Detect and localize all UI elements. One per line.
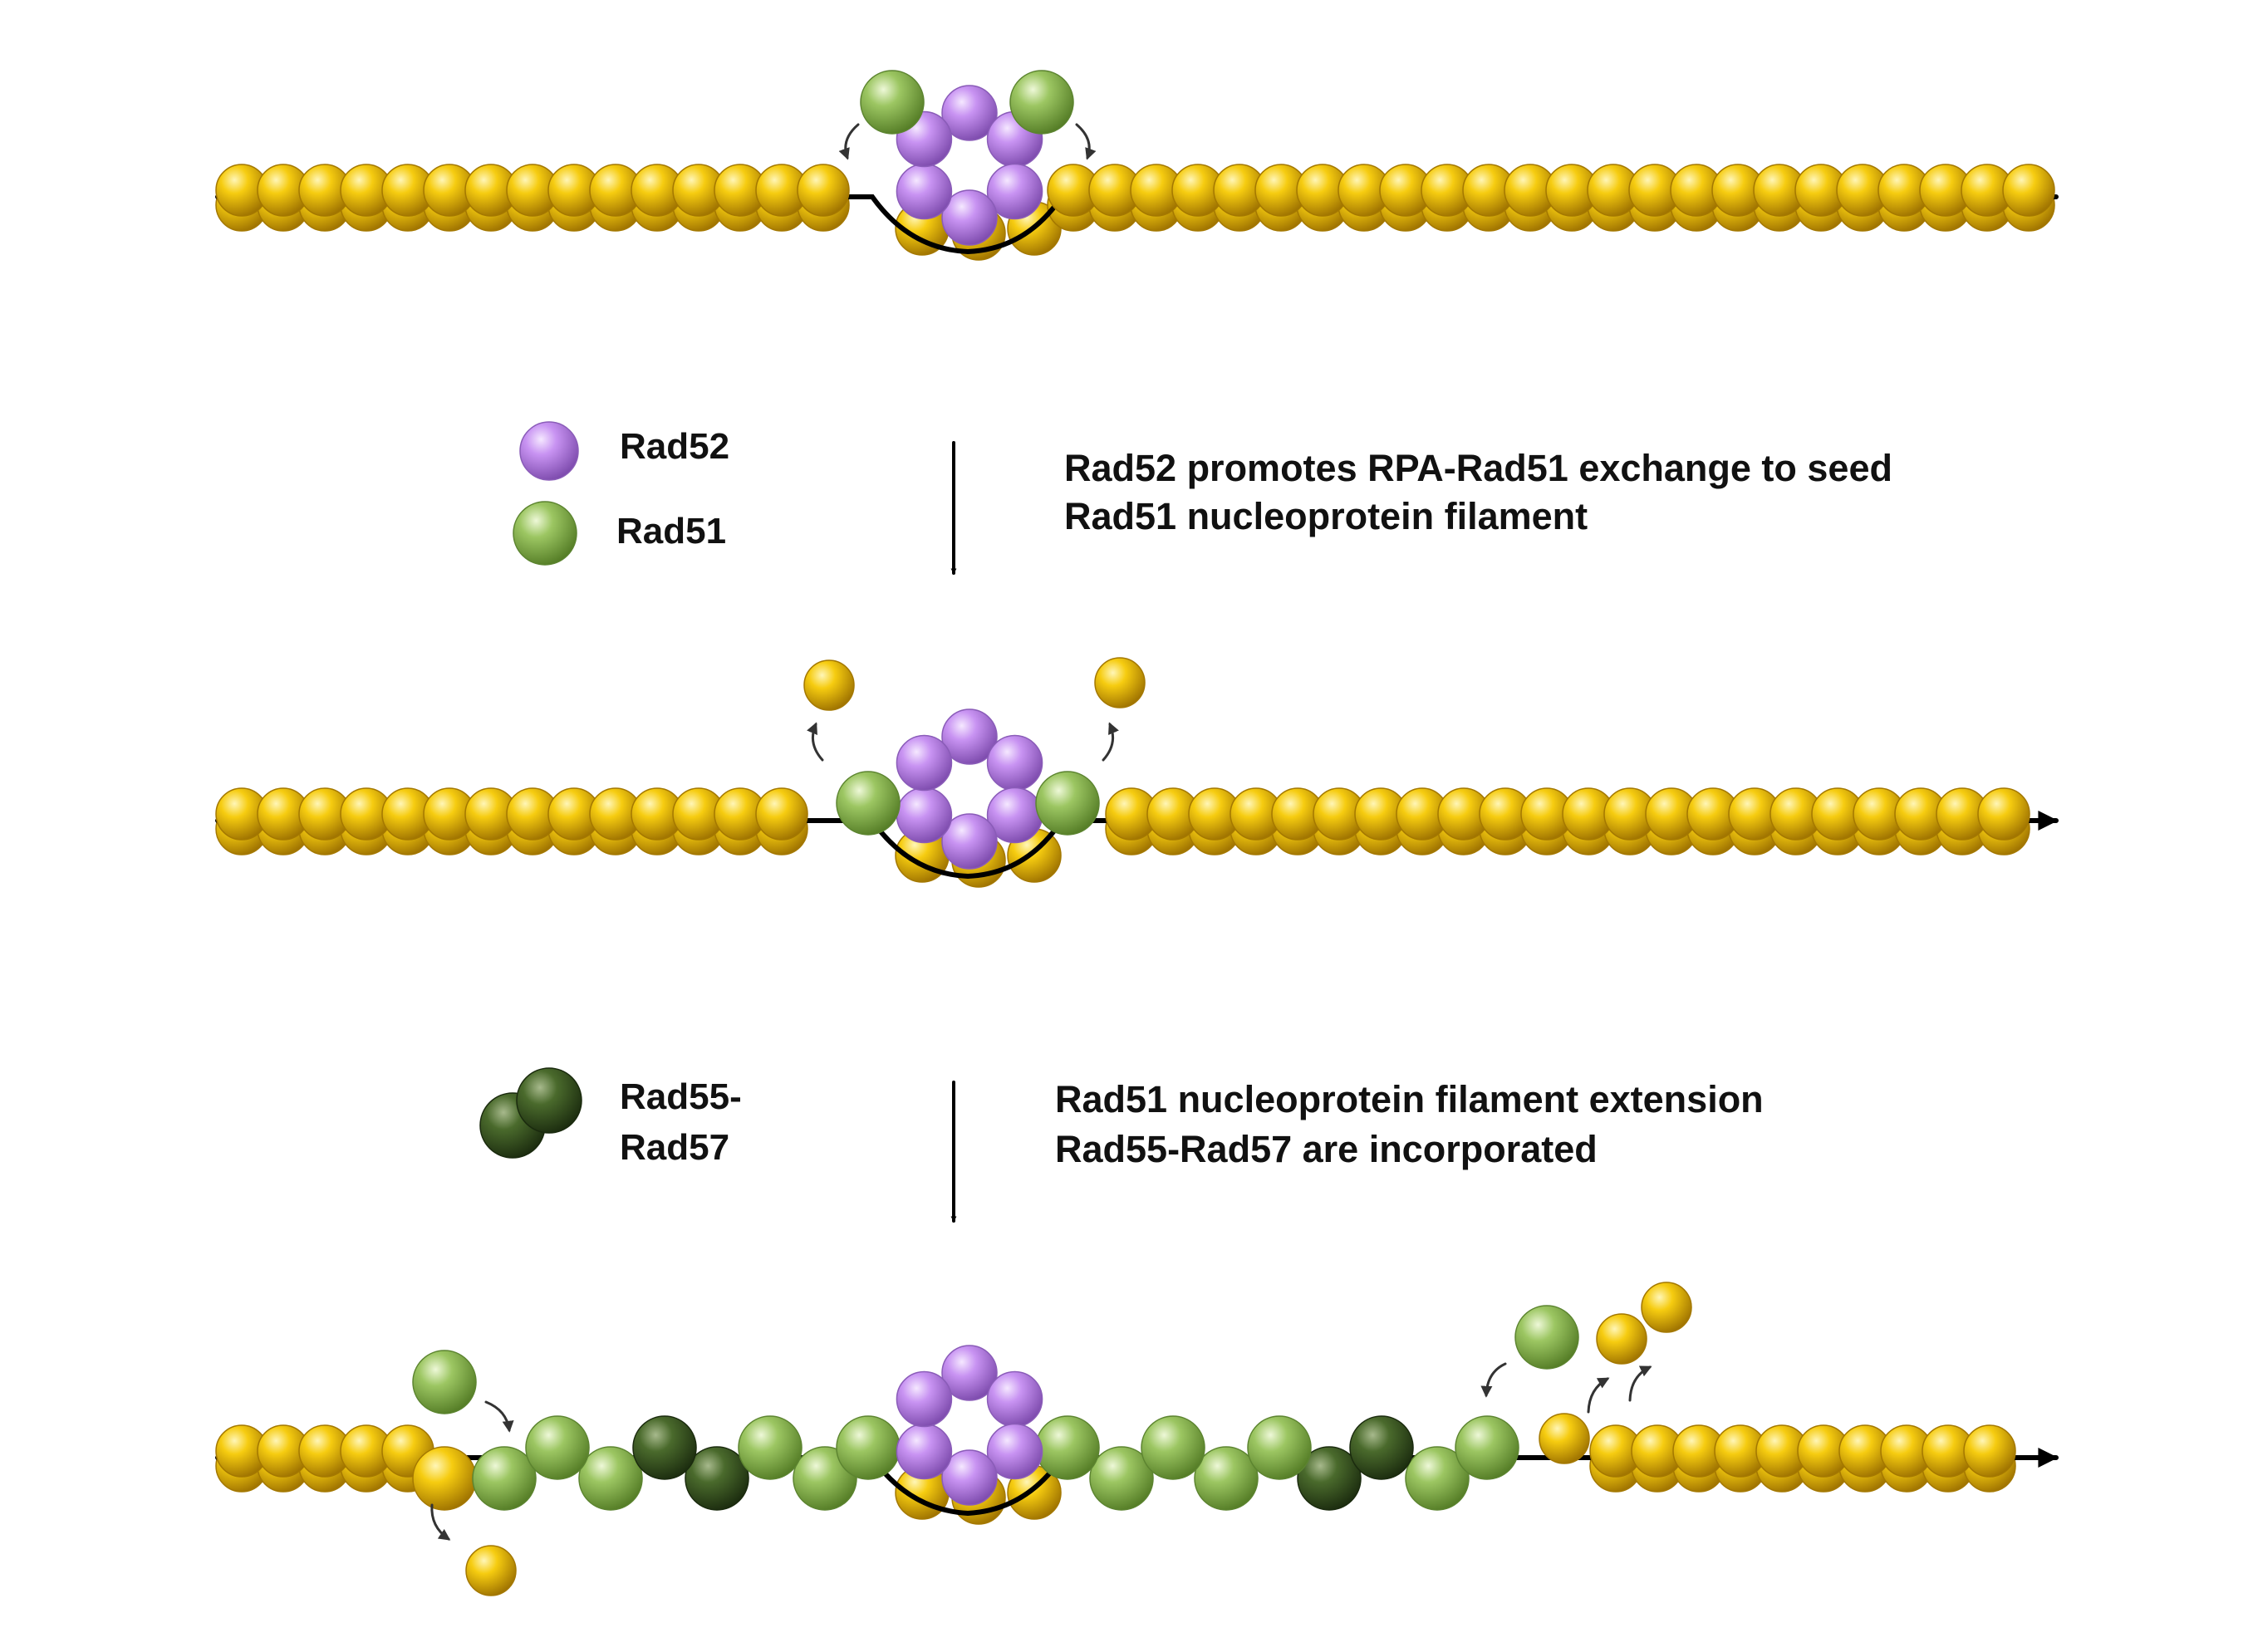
- rad51-sphere: [1141, 1415, 1205, 1480]
- rad52-sphere: [941, 85, 998, 141]
- rpa-sphere: [1094, 657, 1146, 708]
- rad55-rad57-sphere: [685, 1446, 749, 1511]
- rad51-sphere: [1247, 1415, 1312, 1480]
- dna-strands: [215, 187, 2059, 1517]
- rad51-sphere: [412, 1350, 477, 1414]
- release-arrow: [1102, 722, 1119, 762]
- rpa-sphere: [412, 1446, 477, 1511]
- rad52-sphere: [941, 189, 998, 246]
- rad55-rad57-sphere: [632, 1415, 697, 1480]
- rad51-sphere: [1089, 1446, 1154, 1511]
- rpa-sphere: [755, 787, 808, 841]
- rpa-sphere: [465, 1545, 517, 1596]
- rad51-sphere: [1009, 70, 1074, 135]
- release-arrow: [1587, 1377, 1610, 1414]
- rpa-sphere: [1641, 1282, 1692, 1333]
- rad51-sphere: [738, 1415, 803, 1480]
- rpa-sphere: [1963, 1424, 2016, 1478]
- dna-strand: [215, 187, 2059, 255]
- rad52-sphere: [896, 787, 953, 844]
- rad51-sphere: [1514, 1305, 1579, 1370]
- rad51-sphere: [1405, 1446, 1470, 1511]
- rad51-sphere: [1035, 771, 1100, 836]
- rad51-sphere: [1455, 1415, 1519, 1480]
- step1-caption-line1: Rad52 promotes RPA-Rad51 exchange to see…: [1064, 447, 1892, 489]
- release-arrow: [1075, 123, 1097, 160]
- rpa-sphere: [797, 164, 850, 217]
- release-arrow: [430, 1503, 451, 1541]
- rad55-rad57-sphere: [1349, 1415, 1414, 1480]
- rpa-sphere: [1539, 1413, 1590, 1464]
- legend-rad55-rad57-label-line1: Rad55-: [620, 1076, 742, 1117]
- rad52-sphere: [986, 734, 1043, 792]
- legend-rad51-label: Rad51: [616, 511, 727, 551]
- rad52-sphere: [986, 1423, 1043, 1480]
- rad51-sphere: [836, 771, 901, 836]
- rad51-sphere: [836, 1415, 901, 1480]
- rad52-sphere: [941, 813, 998, 870]
- arrows: [430, 123, 1652, 1541]
- step2-caption-line2: Rad55-Rad57 are incorporated: [1055, 1128, 1598, 1170]
- rad52-sphere: [941, 1449, 998, 1506]
- rad52-sphere: [896, 1423, 953, 1480]
- rpa-sphere: [1596, 1313, 1647, 1365]
- step1-caption-line2: Rad51 nucleoprotein filament: [1064, 495, 1588, 537]
- rad51-sphere: [860, 70, 925, 135]
- release-arrow: [807, 722, 824, 762]
- rad52-sphere: [941, 1345, 998, 1401]
- binding-arrow: [1480, 1362, 1507, 1398]
- rad55-rad57-sphere: [1297, 1446, 1362, 1511]
- rad51-sphere: [513, 501, 577, 566]
- step2-caption-line1: Rad51 nucleoprotein filament extension: [1055, 1078, 1764, 1120]
- rad55-rad57-sphere: [516, 1067, 582, 1134]
- foreground-spheres: [215, 70, 2055, 1596]
- rad52-sphere: [896, 1370, 953, 1428]
- background-spheres: [215, 179, 2055, 1525]
- rpa-sphere: [803, 659, 855, 711]
- rad51-sphere: [1194, 1446, 1259, 1511]
- rad51-sphere: [525, 1415, 590, 1480]
- rad52-sphere: [986, 1370, 1043, 1428]
- rad52-sphere: [986, 163, 1043, 220]
- rad52-sphere: [896, 734, 953, 792]
- rad52-sphere: [896, 163, 953, 220]
- legend-rad52-label: Rad52: [620, 426, 730, 467]
- dna-strand: [215, 1448, 2059, 1517]
- dna-strand: [215, 811, 2059, 880]
- rad51-sphere: [1035, 1415, 1100, 1480]
- rad51-sphere: [472, 1446, 537, 1511]
- binding-arrow: [484, 1400, 514, 1433]
- rad52-sphere: [519, 421, 579, 481]
- rad51-sphere: [578, 1446, 643, 1511]
- release-arrow: [838, 123, 860, 160]
- release-arrow: [1628, 1365, 1652, 1402]
- rad52-sphere: [941, 708, 998, 765]
- rpa-sphere: [1977, 787, 2030, 841]
- rpa-sphere: [2002, 164, 2055, 217]
- legend-rad55-rad57-label-line2: Rad57: [620, 1127, 730, 1168]
